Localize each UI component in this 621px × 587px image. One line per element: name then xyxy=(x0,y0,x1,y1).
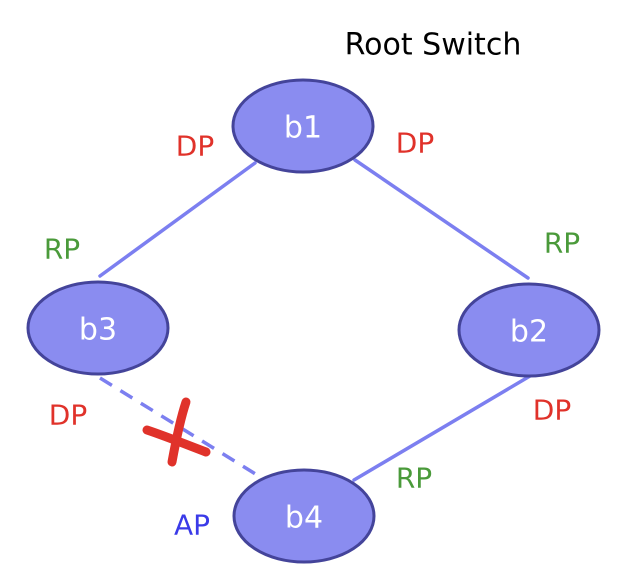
link-b3-b4-blocked xyxy=(99,376,263,480)
link-b1-b2 xyxy=(353,158,530,280)
node-b3-label: b3 xyxy=(79,313,117,348)
x-mark-icon xyxy=(142,397,211,467)
port-label-b2-bottom: DP xyxy=(533,394,571,427)
node-b4: b4 xyxy=(232,468,376,564)
node-b2: b2 xyxy=(457,282,601,378)
port-label-b3-top: RP xyxy=(44,233,80,266)
port-label-b1-right: DP xyxy=(396,127,434,160)
port-label-b2-top: RP xyxy=(544,227,580,260)
node-b3: b3 xyxy=(26,280,170,376)
port-label-b1-left: DP xyxy=(176,130,214,163)
node-b2-label: b2 xyxy=(510,315,548,350)
port-label-b4-right: RP xyxy=(396,462,432,495)
link-b2-b4 xyxy=(352,374,532,482)
node-b1: b1 xyxy=(231,78,375,174)
node-b4-label: b4 xyxy=(285,501,323,536)
root-switch-title: Root Switch xyxy=(345,28,522,63)
port-label-b3-bottom: DP xyxy=(49,399,87,432)
link-b1-b3 xyxy=(98,161,257,278)
node-b1-label: b1 xyxy=(284,111,322,146)
port-label-b4-left: AP xyxy=(174,509,210,542)
